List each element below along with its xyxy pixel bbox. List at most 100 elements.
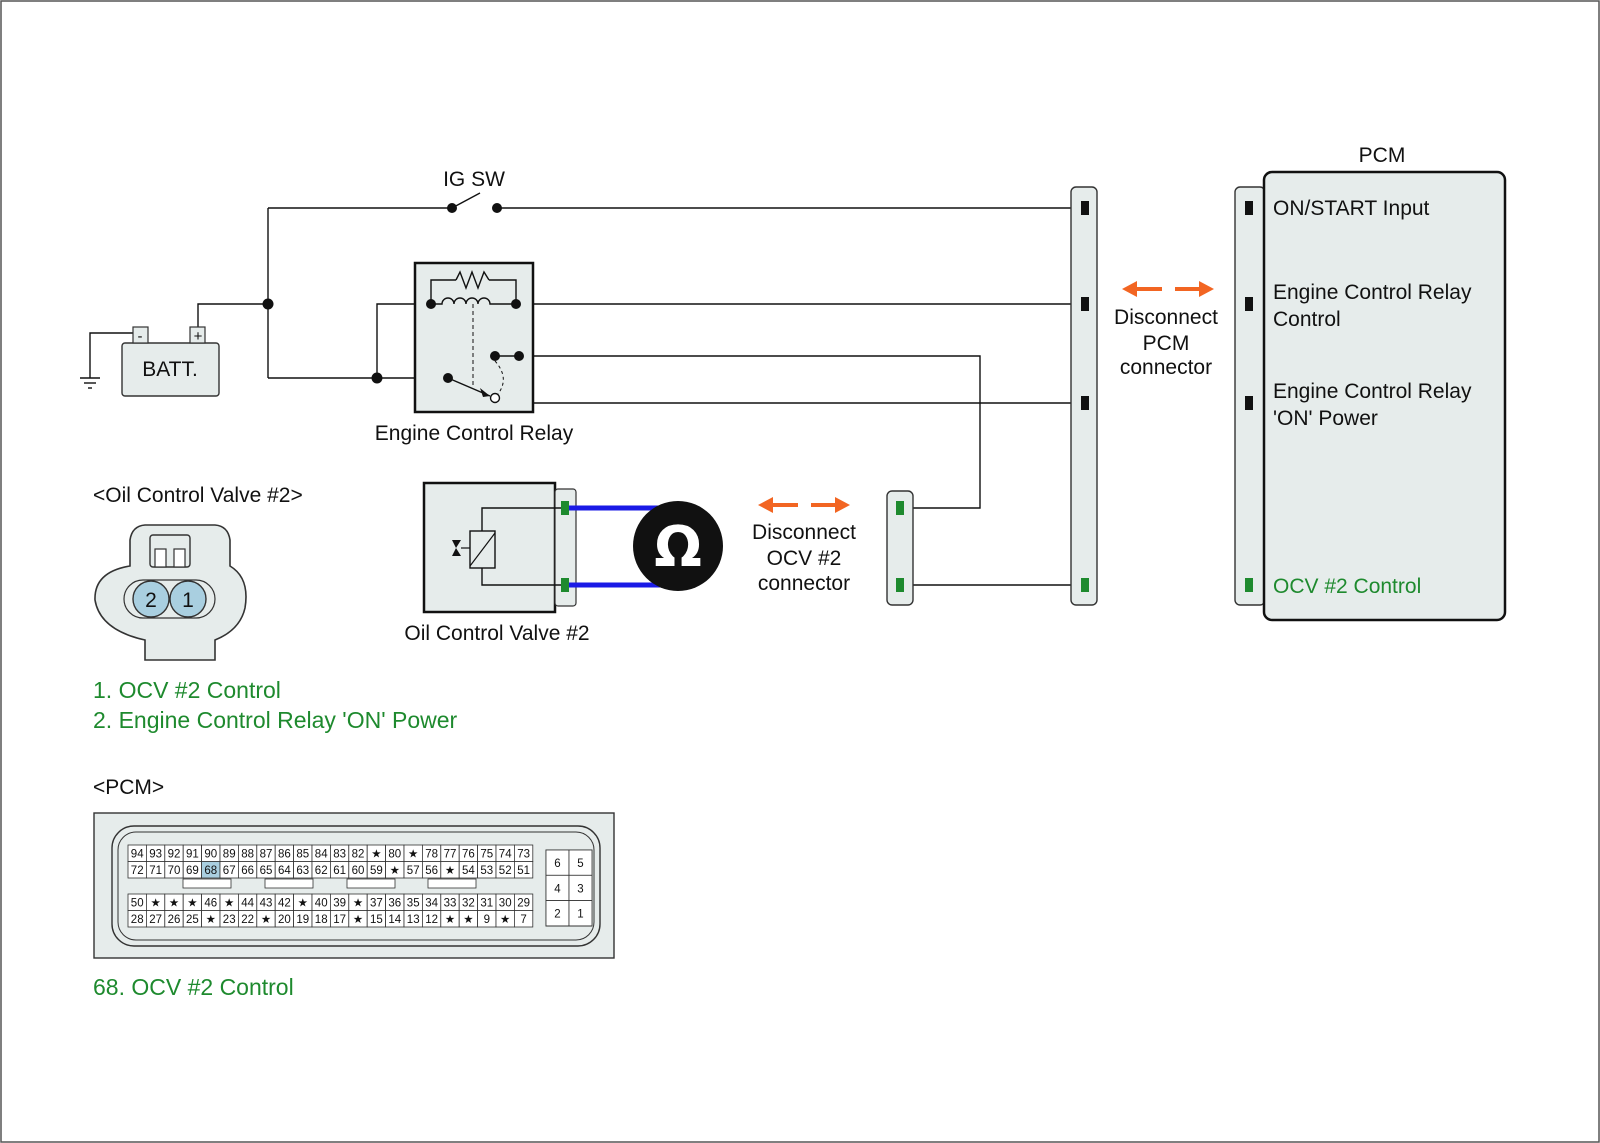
pcm-pin-ocv-label: OCV #2 Control	[1273, 575, 1421, 598]
pcm-pin-label: 92	[168, 849, 181, 861]
pcm-pin-label: 56	[425, 865, 438, 877]
pcm-pin-label: 61	[333, 865, 346, 877]
pcm-side-pin-label: 1	[577, 909, 583, 921]
pcm-pin-label: 33	[444, 898, 457, 910]
relay-resistor	[455, 270, 490, 290]
ohm-symbol: Ω	[654, 515, 702, 580]
pcm-pin-label: 63	[296, 865, 309, 877]
pcm-pin-label: 35	[407, 898, 420, 910]
pcm-pin-label: 26	[168, 914, 181, 926]
pcm-pin-label: 40	[315, 898, 328, 910]
ocv-connector-title: <Oil Control Valve #2>	[93, 484, 303, 507]
pcm-key-slot	[182, 878, 232, 889]
disconnect-pcm-label-line2: PCM	[1143, 332, 1190, 355]
pcm-pin-label: 75	[480, 849, 493, 861]
pcm-pin-label: 94	[131, 849, 144, 861]
disconnect-arrow-icon	[1122, 281, 1214, 297]
pcm-pin-label: ★	[390, 865, 400, 877]
ecr-on-power-wire-ocv	[519, 355, 981, 509]
pcm-pin-label: 84	[315, 849, 328, 861]
pcm-pin-label: 53	[480, 865, 493, 877]
ohm-meter-icon	[633, 501, 723, 591]
battery-body	[121, 342, 220, 397]
pcm-pin-label: 7	[520, 914, 526, 926]
pcm-pin-label: ★	[298, 898, 308, 910]
pcm-pin-ecr-power-label-line2: 'ON' Power	[1273, 407, 1378, 430]
disconnect-pcm-label-line3: connector	[1120, 356, 1212, 379]
pcm-pin-label: 34	[425, 898, 438, 910]
disconnect-pcm-callout: Disconnect PCM connector	[1114, 281, 1218, 379]
pcm-side-pin-label: 2	[554, 909, 560, 921]
pcm-pin-desc: 68. OCV #2 Control	[93, 974, 294, 1000]
pcm-pin-label: ★	[169, 898, 179, 910]
pcm-pin-label: 50	[131, 898, 144, 910]
pcm-pin-cell	[514, 861, 534, 879]
disconnect-ocv-label: Disconnect	[752, 521, 856, 544]
pcm-pin-label: 57	[407, 865, 420, 877]
pcm-pin-label: 13	[407, 914, 420, 926]
pcm-pin-label: ★	[463, 914, 473, 926]
pcm-pin-label: 86	[278, 849, 291, 861]
pcm-pin-label: 29	[517, 898, 530, 910]
ocv-connector	[554, 488, 577, 607]
battery-positive-terminal	[189, 326, 206, 344]
disconnect-ocv-callout: Disconnect OCV #2 connector	[752, 497, 856, 595]
pcm-pin-label: ★	[150, 898, 160, 910]
pcm-key-slot	[427, 878, 477, 889]
pcm-pin-on-start-label: ON/START Input	[1273, 197, 1430, 220]
pcm-pin-label: ★	[261, 914, 271, 926]
ohmmeter: Ω	[569, 501, 723, 591]
pcm-body	[1262, 170, 1507, 622]
pcm-pin-ecr-control-label-line2: Control	[1273, 308, 1341, 331]
ocv-pin-desc-2: 2. Engine Control Relay 'ON' Power	[93, 707, 458, 733]
pcm-pin-label: 14	[388, 914, 401, 926]
pcm-module: PCM ON/START Input Engine Control Relay …	[1234, 144, 1507, 622]
pcm-key-slot	[264, 878, 314, 889]
pcm-pin-label: ★	[353, 914, 363, 926]
disconnect-ocv-label-line3: connector	[758, 572, 850, 595]
pcm-side-pin-cell	[568, 900, 593, 927]
pcm-pin-label: 59	[370, 865, 383, 877]
pcm-pin-label: ★	[206, 914, 216, 926]
pcm-pin-label: 70	[168, 865, 181, 877]
pcm-pin-ecr-control-label: Engine Control Relay	[1273, 281, 1472, 304]
pcm-pin-label: 72	[131, 865, 144, 877]
engine-control-relay-label: Engine Control Relay	[375, 422, 574, 445]
pcm-pin-label: 80	[388, 849, 401, 861]
pcm-pin-label: ★	[353, 898, 363, 910]
pcm-pin-label: 31	[480, 898, 493, 910]
pcm-pin-label: 22	[241, 914, 254, 926]
pcm-pin-label: 28	[131, 914, 144, 926]
pcm-pin-label: 87	[260, 849, 273, 861]
ig-sw-label: IG SW	[443, 168, 505, 191]
pcm-pin-label: 68	[204, 865, 217, 877]
pcm-pin-label: 65	[260, 865, 273, 877]
pcm-pin-label: ★	[224, 898, 234, 910]
pcm-pin-label: 67	[223, 865, 236, 877]
relay-coil	[431, 297, 516, 305]
pcm-pin-label: 51	[517, 865, 530, 877]
pcm-pin-ecr-power-label: Engine Control Relay	[1273, 380, 1472, 403]
ocv-pin-1-label: 1	[182, 589, 194, 612]
battery-negative-terminal	[132, 326, 149, 344]
pcm-pin-label: 39	[333, 898, 346, 910]
pcm-pin-label: ★	[445, 865, 455, 877]
pcm-pin-label: 69	[186, 865, 199, 877]
disconnect-arrow-icon	[758, 497, 850, 513]
pcm-pin-label: 15	[370, 914, 383, 926]
ignition-switch: IG SW	[443, 168, 505, 213]
pcm-pin-label: 20	[278, 914, 291, 926]
pcm-pin-label: 12	[425, 914, 438, 926]
pcm-pin-label: 25	[186, 914, 199, 926]
pcm-pin-label: 71	[149, 865, 162, 877]
pcm-pin-label: 73	[517, 849, 530, 861]
pcm-pin-label: 23	[223, 914, 236, 926]
pcm-pin-label: 27	[149, 914, 162, 926]
pcm-pin-label: 17	[333, 914, 346, 926]
pcm-pin-label: ★	[371, 849, 381, 861]
ocv-pin-desc-1: 1. OCV #2 Control	[93, 677, 281, 703]
pcm-pin-label: 18	[315, 914, 328, 926]
junction-dot	[371, 372, 383, 384]
